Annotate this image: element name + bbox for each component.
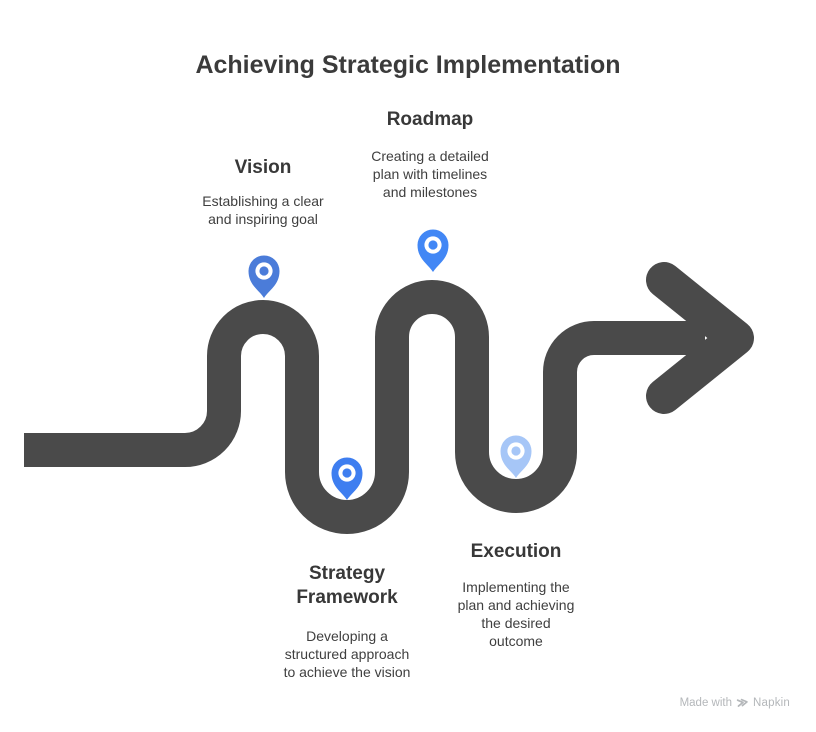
step-description-roadmap: Creating a detailed plan with timelines …: [371, 148, 489, 200]
pin-roadmap-icon: [417, 229, 449, 272]
pin-strategy-framework-icon: [331, 457, 363, 500]
step-description-vision: Establishing a clear and inspiring goal: [202, 193, 324, 227]
pin-vision-icon: [248, 255, 280, 298]
pin-execution-icon: [500, 435, 532, 478]
step-label-vision: Vision: [234, 157, 292, 178]
watermark-brand-label: Napkin: [753, 696, 790, 709]
napkin-watermark[interactable]: Made with Napkin: [680, 696, 790, 709]
step-label-execution: Execution: [470, 541, 562, 562]
step-label-strategy-framework: Strategy Framework: [296, 563, 398, 608]
page-title: Achieving Strategic Implementation: [195, 51, 621, 79]
road-path: [24, 280, 705, 534]
watermark-made-with-label: Made with: [679, 696, 732, 709]
step-description-strategy-framework: Developing a structured approach to achi…: [283, 628, 411, 680]
step-description-execution: Implementing the plan and achieving the …: [457, 579, 575, 649]
napkin-logo-icon: [736, 698, 748, 707]
step-label-roadmap: Roadmap: [386, 109, 474, 130]
arrowhead-icon: [646, 262, 754, 414]
